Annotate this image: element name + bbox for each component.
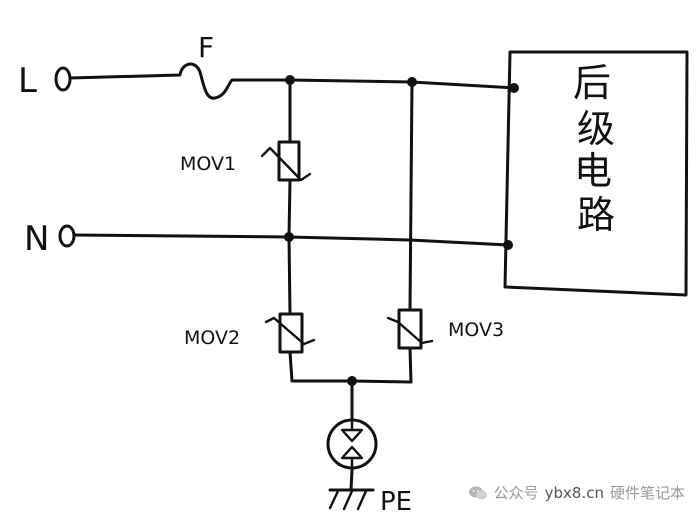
mov3: [386, 308, 434, 350]
svg-text:电: 电: [574, 149, 612, 193]
mov2-wire: [287, 235, 354, 383]
neutral-terminal: [58, 224, 76, 248]
line-label: L: [18, 61, 37, 101]
pe-wire: [349, 379, 354, 492]
watermark: 公众号 ybx8.cn 硬件笔记本: [468, 482, 685, 503]
mov3-wire: [350, 80, 414, 384]
wechat-icon: [468, 486, 487, 499]
mov1-wire: [287, 78, 292, 239]
mov2: [264, 312, 316, 354]
mov1: [260, 140, 312, 182]
mov3-label: MOV3: [448, 319, 504, 341]
watermark-suffix: 硬件笔记本: [609, 484, 685, 502]
load-box: [503, 50, 689, 297]
pe-label: PE: [380, 487, 412, 517]
mov1-label: MOV1: [180, 153, 236, 175]
svg-text:后: 后: [573, 61, 611, 105]
watermark-prefix: 公众号: [493, 484, 539, 502]
watermark-site: ybx8.cn: [544, 483, 604, 502]
gas-discharge-tube: [326, 418, 378, 470]
mov2-label: MOV2: [184, 327, 240, 349]
neutral-wire: [72, 233, 510, 247]
svg-text:路: 路: [577, 193, 615, 237]
junction-dot: [503, 240, 513, 250]
line-wire: [68, 62, 517, 100]
load-label: 后 级 电 路: [573, 61, 615, 237]
ground-icon: [328, 488, 375, 511]
junction-dot: [509, 83, 519, 93]
svg-text:级: 级: [577, 107, 615, 151]
neutral-label: N: [24, 219, 49, 259]
line-terminal: [54, 66, 72, 92]
fuse-label: F: [198, 31, 214, 64]
